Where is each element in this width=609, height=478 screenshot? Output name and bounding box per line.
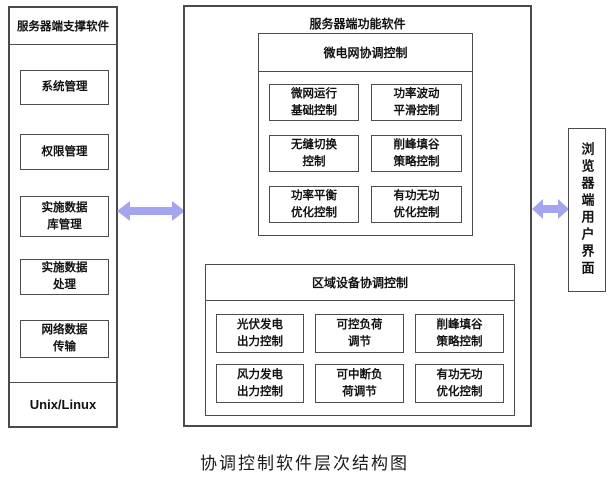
- controllable-load-box: 可控负荷 调节: [315, 314, 404, 353]
- microgrid-group-grid: 微网运行 基础控制 功率波动 平滑控制 无缝切换 控制 削峰填谷 策略控制 功率…: [259, 72, 472, 223]
- browser-ui-panel: 浏览器端用户界面: [568, 128, 606, 292]
- permission-management-box: 权限管理: [20, 134, 109, 170]
- peak-shaving-strategy-box-2: 削峰填谷 策略控制: [415, 314, 504, 353]
- power-fluctuation-smoothing-box: 功率波动 平滑控制: [371, 84, 462, 121]
- diagram-caption: 协调控制软件层次结构图: [200, 454, 409, 473]
- regional-group-title: 区域设备协调控制: [206, 265, 514, 301]
- seamless-switching-box: 无缝切换 控制: [269, 135, 359, 172]
- right-double-arrow-icon: [532, 199, 569, 219]
- microgrid-basic-control-box: 微网运行 基础控制: [269, 84, 359, 121]
- center-function-panel: 服务器端功能软件 微电网协调控制 微网运行 基础控制 功率波动 平滑控制 无缝切…: [183, 5, 532, 427]
- left-support-panel: 服务器端支撑软件 系统管理 权限管理 实施数据 库管理 实施数据 处理 网络数据…: [8, 6, 118, 428]
- microgrid-group-title: 微电网协调控制: [259, 34, 472, 72]
- wind-output-control-box: 风力发电 出力控制: [216, 364, 304, 403]
- arrow-shaft: [542, 205, 559, 213]
- database-management-box: 实施数据 库管理: [20, 196, 109, 237]
- left-panel-divider: [10, 382, 116, 383]
- left-panel-title: 服务器端支撑软件: [10, 8, 116, 45]
- interruptible-load-box: 可中断负 荷调节: [315, 364, 404, 403]
- regional-device-control-group: 区域设备协调控制 光伏发电 出力控制 可控负荷 调节 削峰填谷 策略控制 风力发…: [205, 264, 515, 416]
- center-panel-title: 服务器端功能软件: [309, 17, 406, 31]
- browser-ui-label: 浏览器端用户界面: [579, 142, 595, 278]
- left-double-arrow-icon: [117, 201, 185, 221]
- active-reactive-optimization-box: 有功无功 优化控制: [371, 186, 462, 223]
- network-transmission-box: 网络数据 传输: [20, 320, 109, 358]
- peak-shaving-strategy-box: 削峰填谷 策略控制: [371, 135, 462, 172]
- active-reactive-optimization-box-2: 有功无功 优化控制: [415, 364, 504, 403]
- system-management-box: 系统管理: [20, 70, 109, 105]
- arrow-shaft: [128, 207, 174, 215]
- os-label: Unix/Linux: [29, 396, 97, 412]
- regional-group-grid: 光伏发电 出力控制 可控负荷 调节 削峰填谷 策略控制 风力发电 出力控制 可中…: [206, 301, 514, 403]
- power-balance-optimization-box: 功率平衡 优化控制: [269, 186, 359, 223]
- pv-output-control-box: 光伏发电 出力控制: [216, 314, 304, 353]
- data-processing-box: 实施数据 处理: [20, 259, 109, 295]
- microgrid-control-group: 微电网协调控制 微网运行 基础控制 功率波动 平滑控制 无缝切换 控制 削峰填谷…: [258, 33, 473, 236]
